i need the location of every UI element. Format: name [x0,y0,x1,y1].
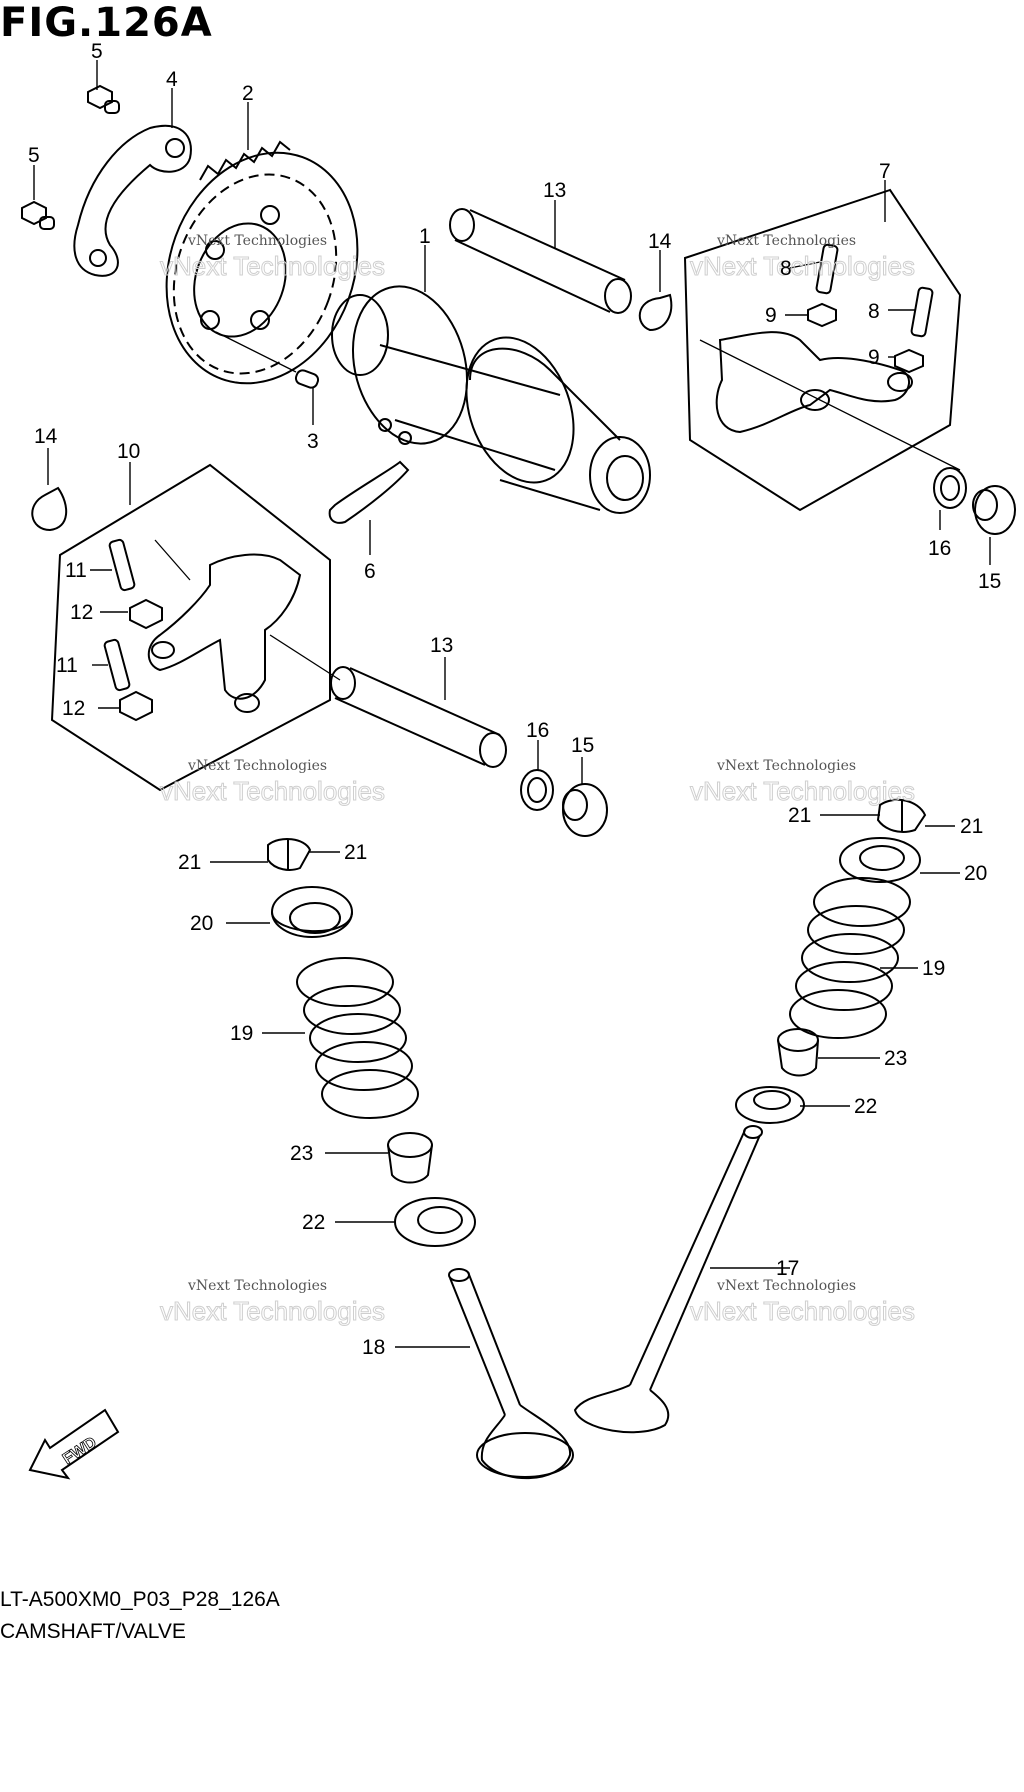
callout-23b: 23 [884,1047,907,1070]
callout-8a: 8 [780,257,792,280]
callout-18: 18 [362,1336,385,1359]
adjust-screw-int-2 [103,638,131,692]
callout-7: 7 [879,160,891,183]
callout-21d: 21 [960,815,983,838]
rocker-shaft-lower [330,666,507,768]
plug-upper [972,485,1016,535]
callout-2: 2 [242,82,254,105]
callout-19b: 19 [922,957,945,980]
callout-20a: 20 [190,912,213,935]
adjust-screw-exh-1 [815,243,839,295]
gasket-upper [933,467,967,509]
callout-12a: 12 [70,601,93,624]
callout-14a: 14 [648,230,672,253]
callout-8b: 8 [868,300,880,323]
rocker-shaft-upper [449,208,632,314]
watermark-text-3: vNext Technologies [716,233,856,249]
watermark-text-9: vNext Technologies [187,1278,327,1294]
watermark-text-6: vNext Technologies [160,776,385,806]
callout-4: 4 [166,68,178,91]
callout-5a: 5 [91,40,103,63]
exhaust-valve [573,1125,763,1434]
callout-1: 1 [419,225,431,248]
figure-title: FIG.126A [0,0,213,46]
adjust-screw-exh-2 [910,286,934,338]
camshaft [331,285,651,514]
stem-seal-left [387,1132,433,1184]
dowel-pin [215,331,320,389]
callout-9b: 9 [868,346,880,369]
callout-23a: 23 [290,1142,313,1165]
callout-15b: 15 [571,734,594,757]
intake-valve [448,1268,574,1480]
cotter-left [267,838,312,871]
rocker-arm-exhaust [683,188,962,512]
bolt-lower [21,200,55,230]
clip-upper [638,293,673,332]
callout-17: 17 [776,1257,799,1280]
thrust-plate [328,460,410,524]
retainer-right [839,837,921,883]
section-name: CAMSHAFT/VALVE [0,1620,186,1643]
gasket-lower [520,769,554,811]
callout-22b: 22 [854,1095,877,1118]
callout-16b: 16 [526,719,549,742]
watermark-text-12: vNext Technologies [690,1296,915,1326]
model-code: LT-A500XM0_P03_P28_126A [0,1588,280,1611]
callout-9a: 9 [765,304,777,327]
watermark-text-7: vNext Technologies [716,758,856,774]
callout-11b: 11 [56,654,78,677]
locknut-exh-2 [894,348,924,374]
rocker-arm-intake [50,463,341,792]
callout-21b: 21 [344,841,367,864]
spring-right [789,877,911,1039]
callout-10: 10 [117,440,140,463]
spring-seat-left [394,1197,476,1247]
bolt-upper [87,84,120,114]
callout-21c: 21 [788,804,811,827]
locknut-int-1 [129,598,163,630]
spring-seat-right [735,1086,805,1124]
callout-13b: 13 [430,634,453,657]
watermark-text-8: vNext Technologies [690,776,915,806]
callout-20b: 20 [964,862,987,885]
fwd-arrow-icon [28,1408,120,1480]
callout-11a: 11 [65,559,87,582]
callout-14b: 14 [34,425,58,448]
spring-left [296,957,419,1119]
watermark-text-10: vNext Technologies [160,1296,385,1326]
callout-22a: 22 [302,1211,325,1234]
retainer-left [271,886,353,938]
watermark-text-2: vNext Technologies [160,251,385,281]
watermark-text-5: vNext Technologies [187,758,327,774]
watermark: vNext Technologies vNext Technologies vN… [160,233,916,1327]
watermark-text-1: vNext Technologies [187,233,327,249]
callout-21a: 21 [178,851,201,874]
callout-12b: 12 [62,697,85,720]
cotter-right [876,798,927,833]
callout-3: 3 [307,430,319,453]
clip-lower [31,486,68,532]
watermark-text-11: vNext Technologies [716,1278,856,1294]
callout-19a: 19 [230,1022,253,1045]
callout-15a: 15 [978,570,1001,593]
sprocket-retainer [73,124,192,277]
callouts: 5 4 2 5 13 7 1 14 8 9 8 9 3 14 10 6 16 1… [28,40,1001,1359]
callout-5b: 5 [28,144,40,167]
callout-6: 6 [364,560,376,583]
callout-16a: 16 [928,537,951,560]
plug-lower [562,783,608,837]
watermark-text-4: vNext Technologies [690,251,915,281]
locknut-int-2 [119,690,153,722]
adjust-screw-int-1 [108,538,136,592]
stem-seal-right [777,1028,819,1077]
callout-13a: 13 [543,179,566,202]
locknut-exh-1 [807,302,837,328]
leader-lines [33,60,991,1348]
